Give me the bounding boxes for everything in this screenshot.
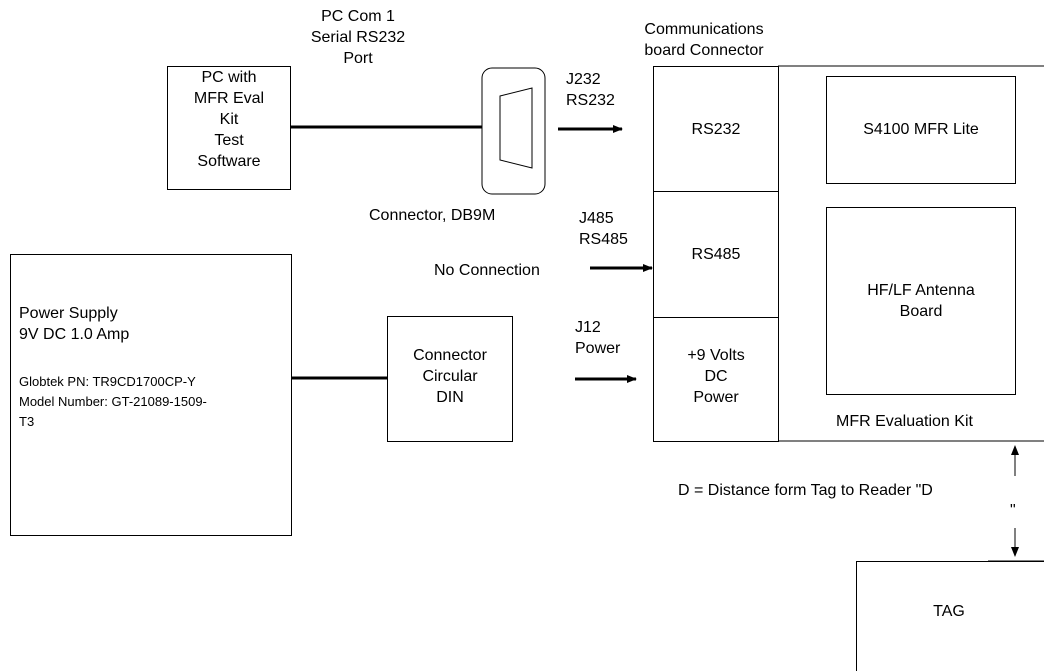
rs232-cell: [653, 66, 779, 192]
s4100-box-label: S4100 MFR Lite: [863, 121, 979, 138]
j485-label: J485 RS485: [579, 208, 628, 250]
antenna-line-2: Board: [899, 303, 943, 320]
j12-line-2: Power: [575, 340, 621, 357]
din-line-1: Connector: [413, 347, 487, 364]
din-connector-label: Connector Circular DIN: [387, 345, 513, 408]
rs485-cell: [653, 191, 779, 318]
power-supply-detail-3: T3: [19, 414, 35, 429]
pc-port-line-3: Port: [343, 50, 373, 67]
antenna-line-1: HF/LF Antenna: [867, 282, 975, 299]
power-supply-title-line-1: Power Supply: [19, 305, 118, 322]
j232-line-2: RS232: [566, 92, 615, 109]
j485-line-2: RS485: [579, 231, 628, 248]
power-supply-title: Power Supply 9V DC 1.0 Amp: [19, 303, 129, 345]
pc-box-line-3: Kit: [219, 111, 239, 128]
j485-line-1: J485: [579, 210, 614, 227]
power-supply-box: [10, 254, 292, 536]
pc-port-label: PC Com 1 Serial RS232 Port: [298, 6, 418, 69]
distance-label-line-1: D = Distance form Tag to Reader "D: [678, 482, 933, 499]
db9-connector-shape: [481, 67, 546, 195]
distance-label-line-2: ": [1010, 502, 1016, 519]
pc-port-line-2: Serial RS232: [310, 29, 406, 46]
din-line-2: Circular: [422, 368, 478, 385]
j12-line-1: J12: [575, 319, 601, 336]
power-supply-detail-2: Model Number: GT-21089-1509-: [19, 394, 207, 409]
comm-connector-label: Communications board Connector: [604, 19, 804, 61]
din-connector-box: [387, 316, 513, 442]
power-cell-line-3: Power: [693, 389, 739, 406]
tag-box: [856, 561, 1044, 671]
power-cell: [653, 317, 779, 442]
pc-port-line-1: PC Com 1: [321, 8, 395, 25]
din-line-3: DIN: [436, 389, 464, 406]
j232-line-1: J232: [566, 71, 601, 88]
s4100-box: [826, 76, 1016, 184]
kit-label: MFR Evaluation Kit: [836, 413, 973, 430]
power-cell-line-1: +9 Volts: [687, 347, 745, 364]
power-supply-detail-1: Globtek PN: TR9CD1700CP-Y: [19, 374, 196, 389]
pc-box: [167, 66, 291, 190]
power-supply-title-line-2: 9V DC 1.0 Amp: [19, 326, 130, 343]
j232-label: J232 RS232: [566, 69, 615, 111]
power-cell-label: +9 Volts DC Power: [653, 345, 779, 408]
pc-box-line-4: Test: [214, 132, 244, 149]
comm-connector-line-2: board Connector: [644, 42, 764, 59]
pc-box-line-2: MFR Eval: [193, 90, 265, 107]
pc-box-line-5: Software: [197, 153, 261, 170]
db9-label: Connector, DB9M: [369, 207, 496, 224]
antenna-box: [826, 207, 1016, 395]
pc-box-line-1: PC with: [201, 69, 257, 86]
pc-box-label: PC with MFR Eval Kit Test Software: [167, 67, 291, 172]
rs485-cell-label: RS485: [691, 246, 741, 263]
antenna-box-label: HF/LF Antenna Board: [826, 280, 1016, 322]
j12-label: J12 Power: [575, 317, 620, 359]
power-supply-details: Globtek PN: TR9CD1700CP-Y Model Number: …: [19, 372, 207, 432]
power-cell-line-2: DC: [704, 368, 728, 385]
no-connection-label: No Connection: [434, 262, 540, 279]
db9-connector-face: [499, 87, 533, 169]
tag-box-label: TAG: [933, 603, 965, 620]
comm-connector-line-1: Communications: [644, 21, 764, 38]
rs232-cell-label: RS232: [691, 121, 741, 138]
